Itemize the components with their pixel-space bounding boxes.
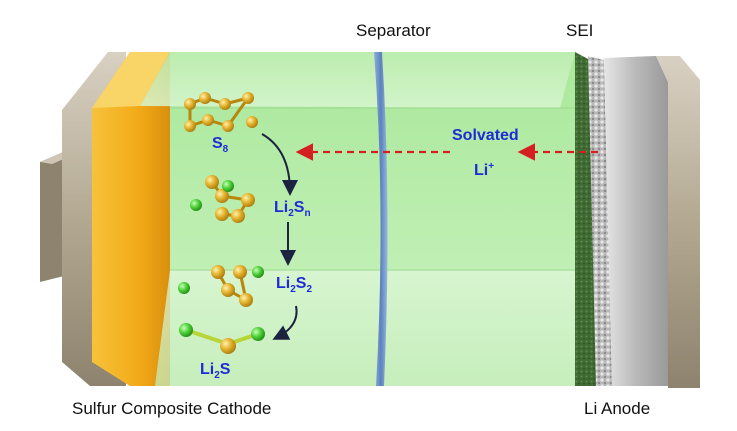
li2sn-molecule <box>190 175 255 223</box>
li2sn-b-sub: n <box>304 208 311 219</box>
cathode-label: Sulfur Composite Cathode <box>72 399 272 418</box>
separator-membrane <box>374 52 388 386</box>
li2s-label: Li2S <box>200 362 230 381</box>
reaction-arrow-1 <box>261 133 298 196</box>
li2sn-a: Li <box>274 199 289 216</box>
li2s-a: Li <box>200 361 215 378</box>
sei-label: SEI <box>566 21 594 40</box>
s8-base: S <box>212 135 223 152</box>
s8-molecule <box>184 92 258 132</box>
sei-dark-layer <box>575 52 600 386</box>
cathode-top-face <box>92 52 170 108</box>
li-ion-label: Li+ <box>474 162 494 179</box>
anode-label: Li Anode <box>584 399 651 418</box>
right-end-cap <box>656 56 700 388</box>
separator-label: Separator <box>356 21 431 40</box>
li2s2-a-sub: 2 <box>290 284 296 295</box>
li2s-molecule <box>179 323 265 354</box>
li2s2-label: Li2S2 <box>276 276 312 295</box>
li2sn-label: Li2Sn <box>274 200 311 219</box>
li2sn-b: S <box>293 199 305 216</box>
li2s2-a: Li <box>276 275 291 292</box>
s8-label: S8 <box>212 136 228 155</box>
reaction-arrow-3 <box>272 305 298 340</box>
li-ion-charge: + <box>488 161 495 172</box>
li2sn-a-sub: 2 <box>288 208 294 219</box>
li-anode <box>604 56 668 386</box>
solvated-label: Solvated <box>452 127 519 144</box>
li-ion-base: Li <box>474 162 489 179</box>
terminal-tab-side <box>40 150 68 282</box>
s8-sub: 8 <box>222 144 229 155</box>
li2s-a-sub: 2 <box>214 370 220 381</box>
li2s2-b: S <box>295 275 307 292</box>
electrolyte-floor <box>155 270 590 386</box>
sei-layer <box>588 56 612 386</box>
li2s2-molecule <box>178 265 264 307</box>
li2s-b: S <box>219 361 231 378</box>
sulfur-cathode <box>92 52 170 386</box>
li2s2-b-sub: 2 <box>306 284 313 295</box>
